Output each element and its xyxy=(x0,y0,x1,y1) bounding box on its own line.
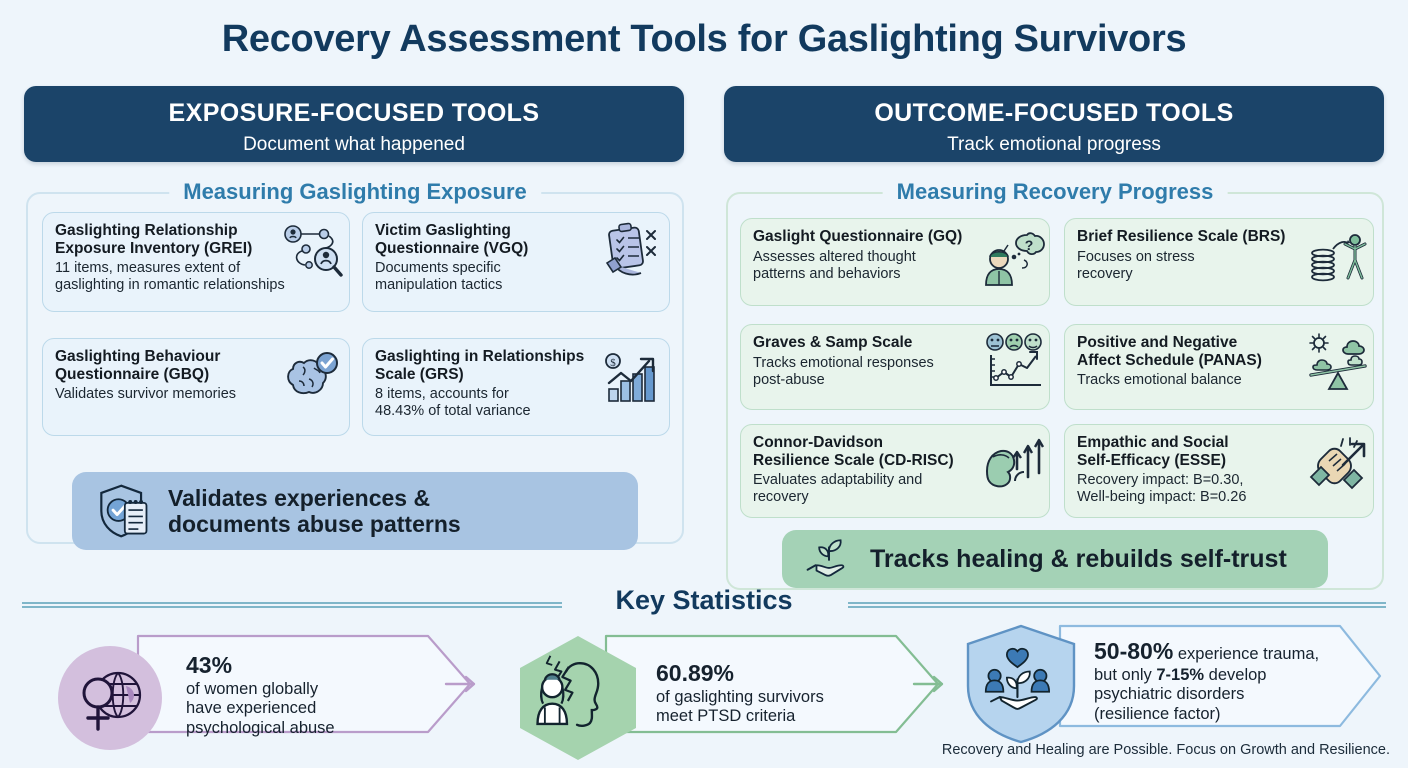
outcome-tools-panel: Measuring Recovery Progress xyxy=(726,179,1384,590)
tool-card-gbq[interactable]: Gaslighting Behaviour Questionnaire (GBQ… xyxy=(42,338,350,436)
stat-description: of gaslighting survivors meet PTSD crite… xyxy=(656,687,824,726)
outcome-summary-text: Tracks healing & rebuilds self-trust xyxy=(870,544,1287,573)
fractured-head-icon xyxy=(536,655,600,727)
key-statistics-heading: Key Statistics xyxy=(615,585,793,615)
bar-chart-arrow-icon: $ xyxy=(601,347,663,407)
shield-community-heart-icon xyxy=(984,647,1051,710)
stat-line4: (resilience factor) xyxy=(1094,705,1221,724)
tool-description: Documents specific manipulation tactics xyxy=(375,260,503,294)
stat-line3: psychiatric disorders xyxy=(1094,685,1245,704)
stat-value: 60.89% xyxy=(656,660,735,686)
shield-shape xyxy=(966,624,1076,744)
outcome-banner-title: OUTCOME-FOCUSED TOOLS xyxy=(874,99,1234,127)
exposure-column-banner: EXPOSURE-FOCUSED TOOLS Document what hap… xyxy=(24,86,684,162)
key-statistics-rule-left xyxy=(22,602,562,608)
tool-title: Connor-Davidson Resilience Scale (CD-RIS… xyxy=(753,434,954,469)
svg-text:?: ? xyxy=(1025,237,1034,253)
tool-title: Victim Gaslighting Questionnaire (VGQ) xyxy=(375,222,529,257)
tool-description: Assesses altered thought patterns and be… xyxy=(753,248,916,282)
outcome-panel-legend: Measuring Recovery Progress xyxy=(882,179,1228,205)
stat-card-women-abuse: 43% of women globally have experienced p… xyxy=(22,620,492,750)
tool-description: Focuses on stress recovery xyxy=(1077,248,1195,282)
network-magnifier-icon xyxy=(281,221,343,281)
tool-card-grs[interactable]: Gaslighting in Relationships Scale (GRS)… xyxy=(362,338,670,436)
tool-card-vgq[interactable]: Victim Gaslighting Questionnaire (VGQ) D… xyxy=(362,212,670,312)
exposure-panel-legend: Measuring Gaslighting Exposure xyxy=(169,179,541,205)
tool-description: Validates survivor memories xyxy=(55,386,237,402)
key-statistics-rule-right xyxy=(848,602,1386,608)
stat-line2-suffix: develop xyxy=(1204,665,1267,684)
stat-text: 60.89% of gaslighting survivors meet PTS… xyxy=(656,660,906,727)
tool-description: Recovery impact: B=0.30, Well-being impa… xyxy=(1077,472,1247,506)
outcome-summary-pill: Tracks healing & rebuilds self-trust xyxy=(782,530,1328,588)
stat-value-suffix: experience trauma, xyxy=(1173,645,1320,663)
sun-cloud-seesaw-icon xyxy=(1307,333,1369,393)
svg-text:$: $ xyxy=(610,357,616,369)
stat-card-trauma-resilience: 50-80% experience trauma, but only 7-15%… xyxy=(948,612,1398,744)
tool-card-panas[interactable]: Positive and Negative Affect Schedule (P… xyxy=(1064,324,1374,410)
flexed-arm-arrows-icon xyxy=(983,433,1045,493)
stat-badge xyxy=(508,630,648,766)
tool-title: Gaslight Questionnaire (GQ) xyxy=(753,228,963,245)
exposure-summary-text: Validates experiences & documents abuse … xyxy=(168,484,461,537)
handshake-arrow-icon xyxy=(1307,433,1369,493)
tool-description: 8 items, accounts for 48.43% of total va… xyxy=(375,386,531,420)
tool-title: Graves & Samp Scale xyxy=(753,334,913,351)
page-title: Recovery Assessment Tools for Gaslightin… xyxy=(221,18,1187,60)
stat-value-secondary: 7-15% xyxy=(1156,665,1205,684)
emoji-faces-line-chart-icon xyxy=(983,333,1045,393)
tool-card-cd-risc[interactable]: Connor-Davidson Resilience Scale (CD-RIS… xyxy=(740,424,1050,518)
stat-line2-prefix: but only xyxy=(1094,665,1157,684)
tool-title: Gaslighting Relationship Exposure Invent… xyxy=(55,222,253,257)
outcome-column-banner: OUTCOME-FOCUSED TOOLS Track emotional pr… xyxy=(724,86,1384,162)
stat-badge xyxy=(50,638,170,758)
exposure-summary-pill: Validates experiences & documents abuse … xyxy=(72,472,638,550)
tool-card-brs[interactable]: Brief Resilience Scale (BRS) Focuses on … xyxy=(1064,218,1374,306)
female-globe-icon xyxy=(82,671,142,731)
stat-value: 43% xyxy=(186,652,233,678)
tool-title: Positive and Negative Affect Schedule (P… xyxy=(1077,334,1262,369)
outcome-banner-subtitle: Track emotional progress xyxy=(947,133,1161,155)
tool-title: Gaslighting Behaviour Questionnaire (GBQ… xyxy=(55,348,221,383)
tool-title: Brief Resilience Scale (BRS) xyxy=(1077,228,1286,245)
tool-description: Tracks emotional balance xyxy=(1077,372,1242,388)
clipboard-checklist-hand-icon xyxy=(601,221,663,281)
hexagon-shape xyxy=(520,636,636,760)
tool-title: Empathic and Social Self-Efficacy (ESSE) xyxy=(1077,434,1229,469)
spring-person-jump-icon xyxy=(1307,227,1369,287)
brain-check-icon xyxy=(281,347,343,407)
stat-text: 43% of women globally have experienced p… xyxy=(186,652,436,739)
exposure-banner-subtitle: Document what happened xyxy=(243,133,465,155)
tool-card-esse[interactable]: Empathic and Social Self-Efficacy (ESSE)… xyxy=(1064,424,1374,518)
tool-description: Evaluates adaptability and recovery xyxy=(753,472,923,506)
footer-note: Recovery and Healing are Possible. Focus… xyxy=(941,742,1390,758)
stat-badge xyxy=(958,620,1084,746)
tool-description: 11 items, measures extent of gaslighting… xyxy=(55,260,285,294)
tool-description: Tracks emotional responses post-abuse xyxy=(753,354,934,388)
stat-value: 50-80% xyxy=(1094,638,1174,664)
stat-text: 50-80% experience trauma, but only 7-15%… xyxy=(1094,638,1356,725)
sprout-in-hand-icon xyxy=(804,536,854,582)
exposure-banner-title: EXPOSURE-FOCUSED TOOLS xyxy=(168,99,540,127)
person-thought-bubble-icon: ? xyxy=(983,227,1045,287)
shield-clipboard-check-icon xyxy=(94,483,152,539)
tool-title: Gaslighting in Relationships Scale (GRS) xyxy=(375,348,585,383)
stat-card-ptsd: 60.89% of gaslighting survivors meet PTS… xyxy=(490,620,960,760)
stat-description: of women globally have experienced psych… xyxy=(186,679,335,738)
tool-card-graves-samp[interactable]: Graves & Samp Scale Tracks emotional res… xyxy=(740,324,1050,410)
tool-card-gq[interactable]: Gaslight Questionnaire (GQ) Assesses alt… xyxy=(740,218,1050,306)
tool-card-grei[interactable]: Gaslighting Relationship Exposure Invent… xyxy=(42,212,350,312)
